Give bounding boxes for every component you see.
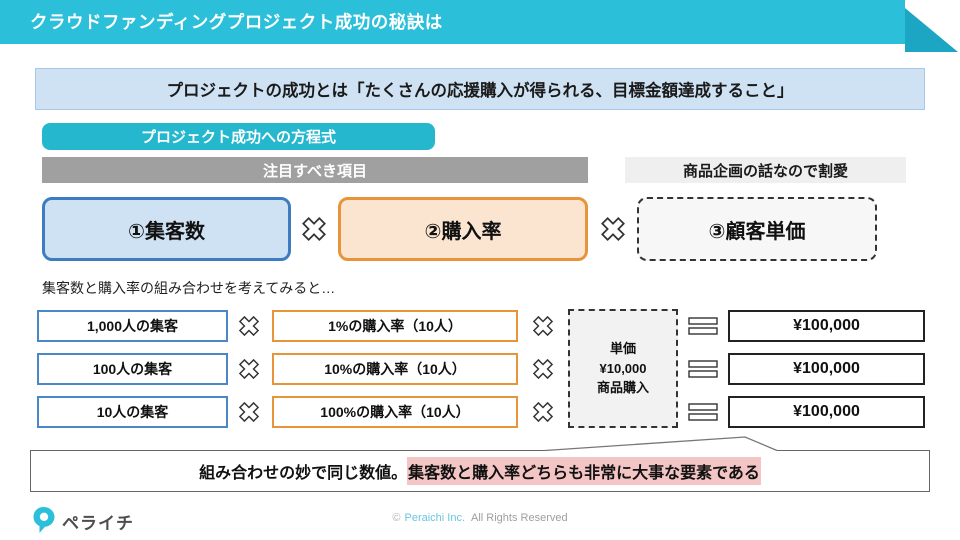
skip-header-label: 商品企画の話なので割愛 bbox=[682, 162, 848, 180]
header-corner-triangle bbox=[905, 8, 958, 52]
conclusion-highlight-text: 集客数と購入率どちらも非常に大事な要素である bbox=[407, 457, 761, 485]
unit-price-line: ¥10,000 bbox=[599, 360, 647, 376]
peraichi-logo-text: ペライチ bbox=[62, 514, 134, 533]
callout-pointer bbox=[544, 436, 778, 454]
examples-intro-text: 集客数と購入率の組み合わせを考えてみると… bbox=[42, 280, 336, 296]
unit-price-line: 単価 bbox=[609, 341, 636, 357]
copyright-symbol: © bbox=[392, 512, 401, 524]
visitors-cell: 10人の集客 bbox=[37, 396, 228, 428]
unit-price-line: 商品購入 bbox=[596, 380, 649, 396]
result-cell: ¥100,000 bbox=[728, 396, 925, 428]
factor-unit-price-label: ③顧客単価 bbox=[708, 220, 806, 243]
multiply-icon bbox=[238, 401, 260, 423]
factor-purchase-rate-label: ②購入率 bbox=[424, 220, 502, 243]
result-cell: ¥100,000 bbox=[728, 310, 925, 342]
multiply-icon bbox=[238, 315, 260, 337]
calc-row: 100人の集客 10%の購入率（10人） ¥100,000 bbox=[37, 353, 925, 385]
factor-box-purchase-rate: ②購入率 bbox=[338, 197, 588, 261]
result-cell: ¥100,000 bbox=[728, 353, 925, 385]
focus-header-bar: 注目すべき項目 bbox=[42, 157, 588, 183]
peraichi-logo-icon bbox=[33, 507, 55, 533]
multiply-icon bbox=[532, 315, 554, 337]
equals-icon bbox=[688, 403, 718, 421]
multiply-icon bbox=[601, 217, 625, 241]
conclusion-plain-text: 組み合わせの妙で同じ数値。 bbox=[199, 465, 408, 482]
factor-visitors-label: ①集客数 bbox=[128, 220, 205, 243]
conclusion-box: 組み合わせの妙で同じ数値。集客数と購入率どちらも非常に大事な要素である bbox=[30, 450, 930, 492]
multiply-icon bbox=[302, 217, 326, 241]
lead-statement-text: プロジェクトの成功とは「たくさんの応援購入が得られる、目標金額達成すること」 bbox=[166, 82, 794, 100]
equals-icon bbox=[688, 360, 718, 378]
multiply-icon bbox=[532, 358, 554, 380]
copyright-company: Peraichi Inc. bbox=[404, 512, 466, 524]
lead-statement-box: プロジェクトの成功とは「たくさんの応援購入が得られる、目標金額達成すること」 bbox=[35, 68, 925, 110]
rate-cell: 100%の購入率（10人） bbox=[272, 396, 518, 428]
header-bar: クラウドファンディングプロジェクト成功の秘訣は bbox=[0, 0, 905, 44]
formula-badge: プロジェクト成功への方程式 bbox=[42, 123, 435, 150]
unit-price-note-box: 単価 ¥10,000 商品購入 bbox=[568, 309, 678, 428]
rate-cell: 10%の購入率（10人） bbox=[272, 353, 518, 385]
calc-row: 1,000人の集客 1%の購入率（10人） ¥100,000 bbox=[37, 310, 925, 342]
visitors-cell: 1,000人の集客 bbox=[37, 310, 228, 342]
slide-title: クラウドファンディングプロジェクト成功の秘訣は bbox=[30, 12, 443, 32]
copyright-rights: All Rights Reserved bbox=[471, 512, 568, 524]
skip-header-box: 商品企画の話なので割愛 bbox=[625, 157, 906, 183]
multiply-icon bbox=[532, 401, 554, 423]
factor-box-visitors: ①集客数 bbox=[42, 197, 291, 261]
calc-row: 10人の集客 100%の購入率（10人） ¥100,000 bbox=[37, 396, 925, 428]
rate-cell: 1%の購入率（10人） bbox=[272, 310, 518, 342]
factor-box-unit-price: ③顧客単価 bbox=[637, 197, 877, 261]
multiply-icon bbox=[238, 358, 260, 380]
copyright-line: ©Peraichi Inc. All Rights Reserved bbox=[0, 512, 960, 524]
equals-icon bbox=[688, 317, 718, 335]
visitors-cell: 100人の集客 bbox=[37, 353, 228, 385]
formula-badge-label: プロジェクト成功への方程式 bbox=[140, 129, 336, 146]
focus-header-label: 注目すべき項目 bbox=[263, 162, 367, 180]
